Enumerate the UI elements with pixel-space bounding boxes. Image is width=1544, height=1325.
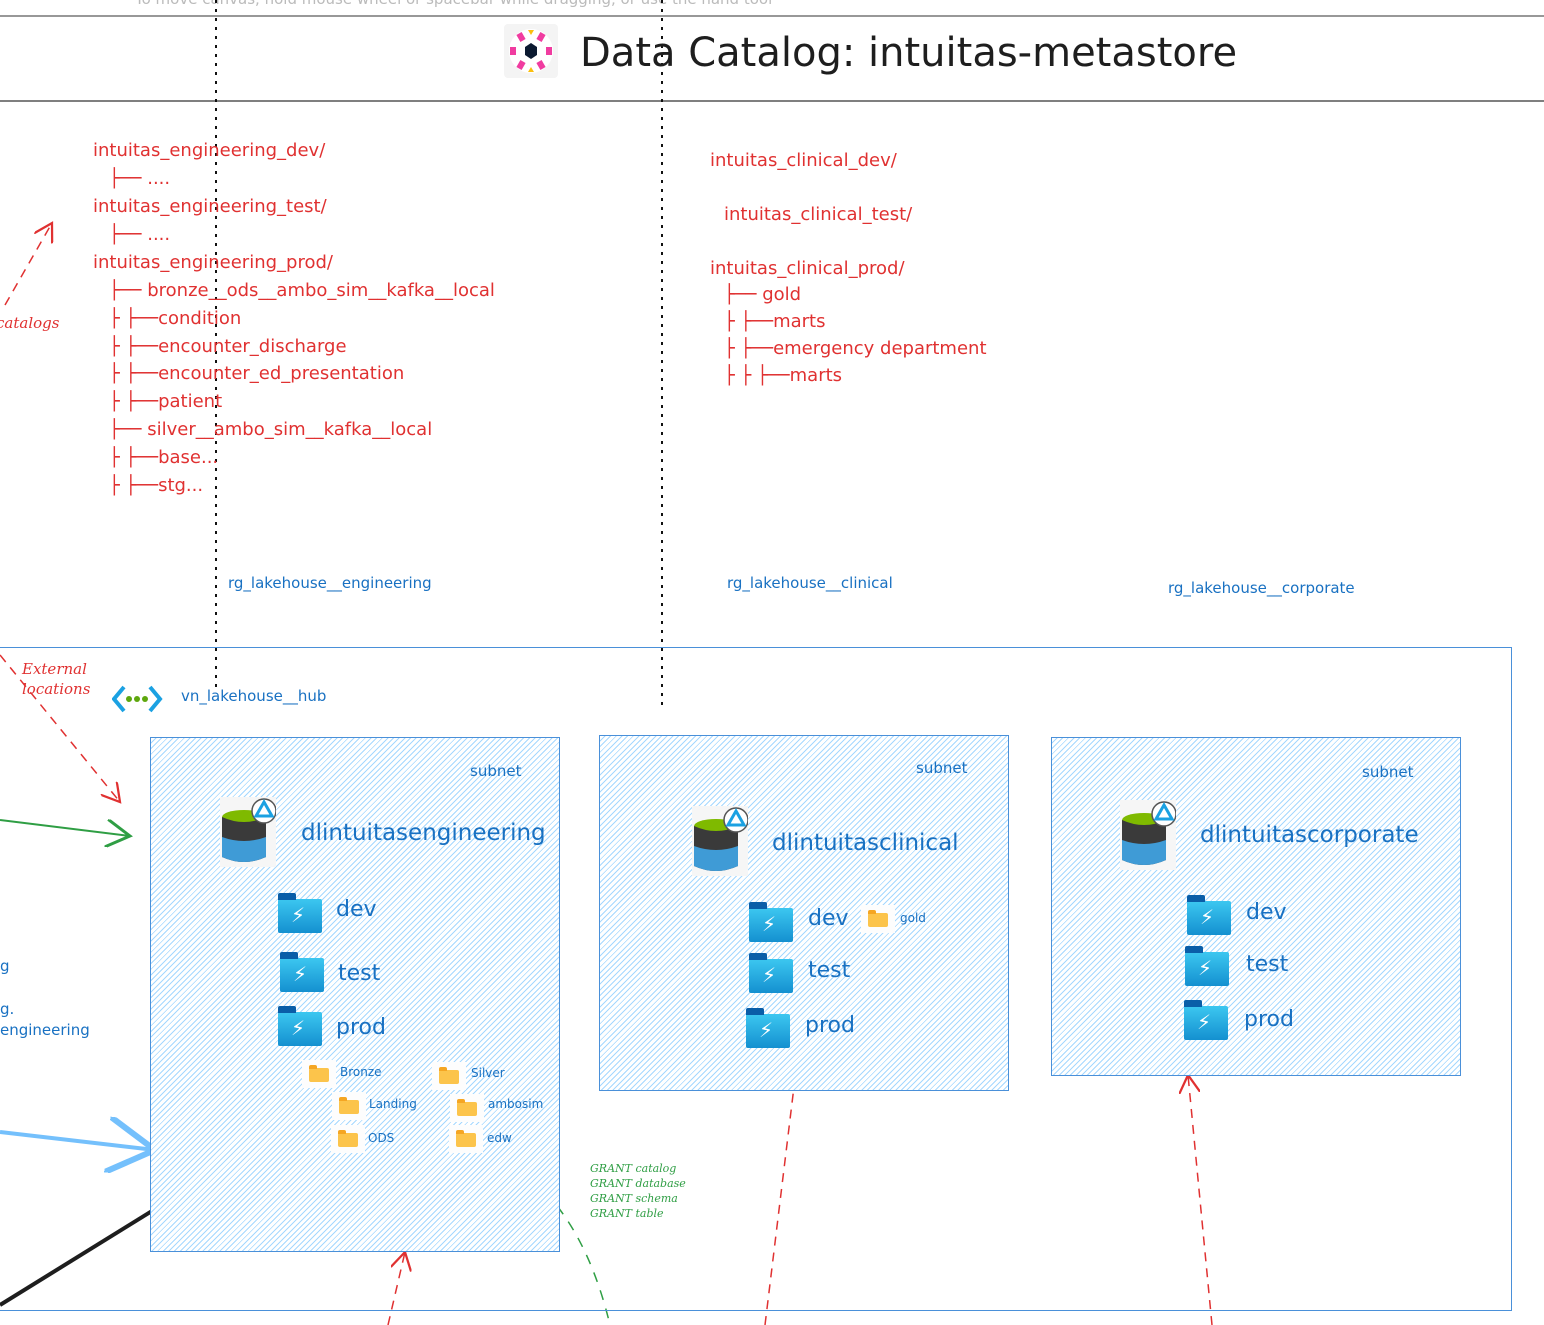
folder-shape — [439, 1067, 459, 1084]
container-dev[interactable]: dev — [1246, 900, 1287, 925]
tree-line: ├ ├──emergency department — [724, 338, 987, 359]
folder-icon — [302, 1060, 336, 1088]
storage-container-icon: ⚡ — [749, 902, 793, 942]
storage-container-icon: ⚡ — [278, 1006, 322, 1046]
container-prod[interactable]: prod — [1244, 1007, 1294, 1032]
folder-label[interactable]: Silver — [471, 1066, 505, 1080]
catalogs-annotation: catalogs — [0, 314, 60, 332]
folder-label[interactable]: Landing — [369, 1097, 417, 1111]
clipped-text: g. — [0, 1000, 15, 1018]
tree-line: ├── .... — [109, 224, 171, 245]
tree-line: ├── bronze__ods__ambo_sim__kafka__local — [109, 280, 495, 301]
rg-engineering-label: rg_lakehouse__engineering — [228, 574, 432, 592]
subnet-corporate — [1051, 737, 1461, 1076]
data-lake-icon — [692, 806, 749, 876]
data-lake-icon — [220, 797, 277, 867]
clipped-text: engineering — [0, 1021, 90, 1039]
storage-container-icon: ⚡ — [1184, 1000, 1228, 1040]
vnet-box — [0, 647, 1512, 1311]
vnet-label: vn_lakehouse__hub — [181, 687, 327, 705]
clipped-text: g — [0, 957, 10, 975]
folder-icon — [449, 1125, 483, 1153]
tree-line: intuitas_clinical_prod/ — [710, 258, 905, 279]
storage-account-name: dlintuitasclinical — [772, 830, 959, 856]
folder-shape — [338, 1130, 358, 1147]
storage-container-icon: ⚡ — [1185, 946, 1229, 986]
folder-icon — [450, 1094, 484, 1122]
grant-line: GRANT schema — [590, 1192, 678, 1205]
folder-label[interactable]: gold — [900, 911, 926, 925]
tree-line: ├── silver__ambo_sim__kafka__local — [109, 419, 433, 440]
subnet-label: subnet — [916, 759, 968, 777]
subnet-clinical — [599, 735, 1009, 1091]
subnet-label: subnet — [470, 762, 522, 780]
rg-clinical-label: rg_lakehouse__clinical — [727, 574, 893, 592]
tree-line: intuitas_engineering_prod/ — [93, 252, 333, 273]
folder-label[interactable]: ambosim — [488, 1097, 544, 1111]
red-arrow-corporate — [1188, 1075, 1213, 1325]
tree-line: ├ ├ ├──marts — [724, 365, 843, 386]
container-prod[interactable]: prod — [336, 1015, 386, 1040]
tree-line: intuitas_clinical_test/ — [724, 204, 913, 225]
tree-line: intuitas_engineering_test/ — [93, 196, 327, 217]
tree-line: intuitas_engineering_dev/ — [93, 140, 326, 161]
grant-line: GRANT catalog — [590, 1162, 677, 1175]
grant-line: GRANT table — [590, 1207, 664, 1220]
container-prod[interactable]: prod — [805, 1013, 855, 1038]
tree-line: ├ ├──marts — [724, 311, 826, 332]
folder-label[interactable]: ODS — [368, 1131, 395, 1145]
tree-line: ├ ├──base... — [109, 447, 219, 468]
data-lake-icon — [1120, 800, 1177, 870]
storage-container-icon: ⚡ — [749, 953, 793, 993]
folder-shape — [339, 1097, 359, 1114]
storage-container-icon: ⚡ — [280, 952, 324, 992]
light-blue-arrow — [0, 1132, 155, 1150]
storage-container-icon: ⚡ — [1187, 895, 1231, 935]
page-title: Data Catalog: intuitas-metastore — [580, 30, 1238, 76]
subnet-engineering — [150, 737, 560, 1252]
logo-icon — [504, 24, 558, 78]
folder-shape — [868, 910, 888, 927]
folder-label[interactable]: Bronze — [340, 1065, 382, 1079]
folder-label[interactable]: edw — [487, 1131, 512, 1145]
container-dev[interactable]: dev — [808, 906, 849, 931]
tree-line: ├── .... — [109, 168, 171, 189]
storage-container-icon: ⚡ — [278, 893, 322, 933]
subnet-label: subnet — [1362, 763, 1414, 781]
storage-account-name: dlintuitascorporate — [1200, 822, 1419, 848]
storage-account-name: dlintuitasengineering — [301, 820, 546, 846]
tree-line: ├ ├──patient — [109, 391, 223, 412]
tree-line: ├ ├──encounter_ed_presentation — [109, 363, 405, 384]
folder-shape — [457, 1099, 477, 1116]
external-locations-annotation: External locations — [22, 660, 91, 698]
rg-corporate-label: rg_lakehouse__corporate — [1168, 579, 1355, 597]
red-arrow-clinical — [764, 1062, 797, 1325]
folder-icon — [861, 905, 895, 933]
folder-shape — [456, 1130, 476, 1147]
tree-line: intuitas_clinical_dev/ — [710, 150, 897, 171]
tree-line: ├── gold — [724, 284, 802, 305]
tree-line: ├ ├──stg... — [109, 475, 204, 496]
tree-line: ├ ├──condition — [109, 308, 242, 329]
red-arrow-engineering — [387, 1252, 405, 1325]
container-test[interactable]: test — [808, 958, 851, 983]
folder-icon — [332, 1092, 366, 1120]
canvas-hint: To move canvas, hold mouse wheel or spac… — [135, 0, 772, 8]
catalogs-arrow — [4, 223, 52, 306]
folder-shape — [309, 1065, 329, 1082]
storage-container-icon: ⚡ — [746, 1008, 790, 1048]
grant-annotation: GRANT catalog GRANT database GRANT schem… — [590, 1161, 686, 1221]
grant-line: GRANT database — [590, 1177, 686, 1190]
folder-icon — [432, 1062, 466, 1090]
container-test[interactable]: test — [338, 961, 381, 986]
container-test[interactable]: test — [1246, 952, 1289, 977]
vnet-icon — [111, 684, 164, 718]
folder-icon — [331, 1125, 365, 1153]
green-arrow — [0, 819, 130, 836]
tree-line: ├ ├──encounter_discharge — [109, 336, 347, 357]
container-dev[interactable]: dev — [336, 897, 377, 922]
